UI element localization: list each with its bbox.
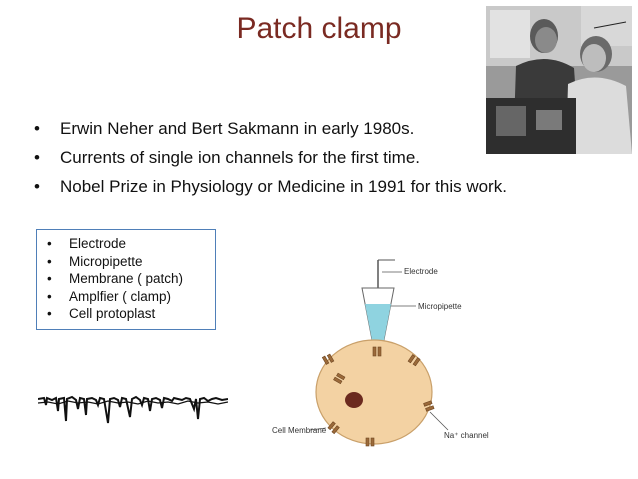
- patch-clamp-diagram: Electrode Micropipette Cell Membrane Na⁺…: [272, 259, 489, 447]
- electrode-label: Electrode: [404, 267, 438, 276]
- component-item: Amplfier ( clamp): [43, 288, 183, 306]
- bullet-item: Nobel Prize in Physiology or Medicine in…: [30, 177, 507, 206]
- component-item: Electrode: [43, 235, 183, 253]
- slide-title: Patch clamp: [236, 12, 402, 45]
- bullet-item: Currents of single ion channels for the …: [30, 148, 507, 177]
- cell-membrane-label: Cell Membrane: [272, 426, 327, 435]
- scientists-photo: [486, 6, 632, 154]
- micropipette-label: Micropipette: [418, 302, 462, 311]
- current-trace: [38, 395, 228, 424]
- channel-label: Na⁺ channel: [444, 431, 489, 440]
- component-item: Membrane ( patch): [43, 270, 183, 288]
- components-list: Electrode Micropipette Membrane ( patch)…: [43, 235, 183, 323]
- nucleus: [345, 392, 363, 408]
- main-bullet-list: Erwin Neher and Bert Sakmann in early 19…: [30, 119, 507, 206]
- ion-channels: [321, 346, 435, 447]
- components-box: Electrode Micropipette Membrane ( patch)…: [36, 229, 216, 330]
- component-item: Micropipette: [43, 253, 183, 271]
- bullet-item: Erwin Neher and Bert Sakmann in early 19…: [30, 119, 507, 148]
- component-item: Cell protoplast: [43, 305, 183, 323]
